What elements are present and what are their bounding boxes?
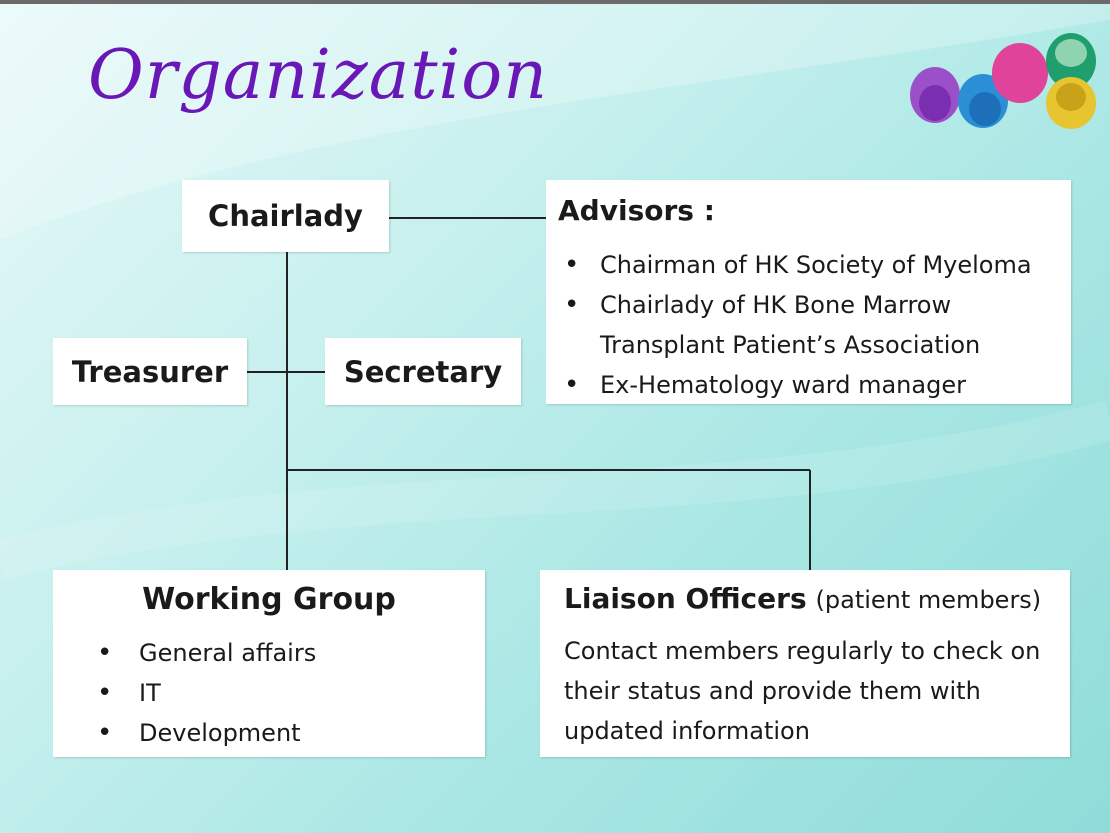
- working-group-item: General affairs: [53, 633, 485, 673]
- advisors-item-continued: Transplant Patient’s Association: [600, 331, 981, 359]
- advisors-item: Ex-Hematology ward manager: [558, 365, 1057, 405]
- advisors-box: Advisors : Chairman of HK Society of Mye…: [546, 180, 1071, 405]
- secretary-label: Secretary: [343, 354, 503, 389]
- treasurer-label: Treasurer: [71, 354, 229, 389]
- treasurer-box: Treasurer: [53, 338, 247, 405]
- working-group-list: General affairs IT Development: [53, 633, 485, 753]
- advisors-item: Chairman of HK Society of Myeloma: [558, 245, 1057, 285]
- working-group-box: Working Group General affairs IT Develop…: [53, 570, 485, 757]
- working-group-heading: Working Group: [142, 582, 396, 617]
- page-title: Organization: [88, 36, 549, 115]
- liaison-officers-box: Liaison Officers (patient members) Conta…: [540, 570, 1070, 757]
- working-group-item: Development: [53, 713, 485, 753]
- secretary-box: Secretary: [325, 338, 521, 405]
- advisors-list: Chairman of HK Society of Myeloma Chairl…: [558, 245, 1057, 405]
- advisors-heading: Advisors :: [558, 194, 715, 227]
- liaison-description: Contact members regularly to check on th…: [564, 637, 1041, 745]
- chairlady-box: Chairlady: [182, 180, 389, 252]
- logo-icon: [910, 33, 1096, 129]
- advisors-item: Chairlady of HK Bone Marrow: [558, 285, 1057, 325]
- liaison-heading: Liaison Officers: [564, 582, 807, 615]
- chairlady-label: Chairlady: [208, 199, 363, 233]
- liaison-heading-line: Liaison Officers (patient members): [564, 582, 1050, 615]
- top-border: [0, 0, 1110, 4]
- liaison-subheading: (patient members): [815, 586, 1042, 614]
- working-group-item: IT: [53, 673, 485, 713]
